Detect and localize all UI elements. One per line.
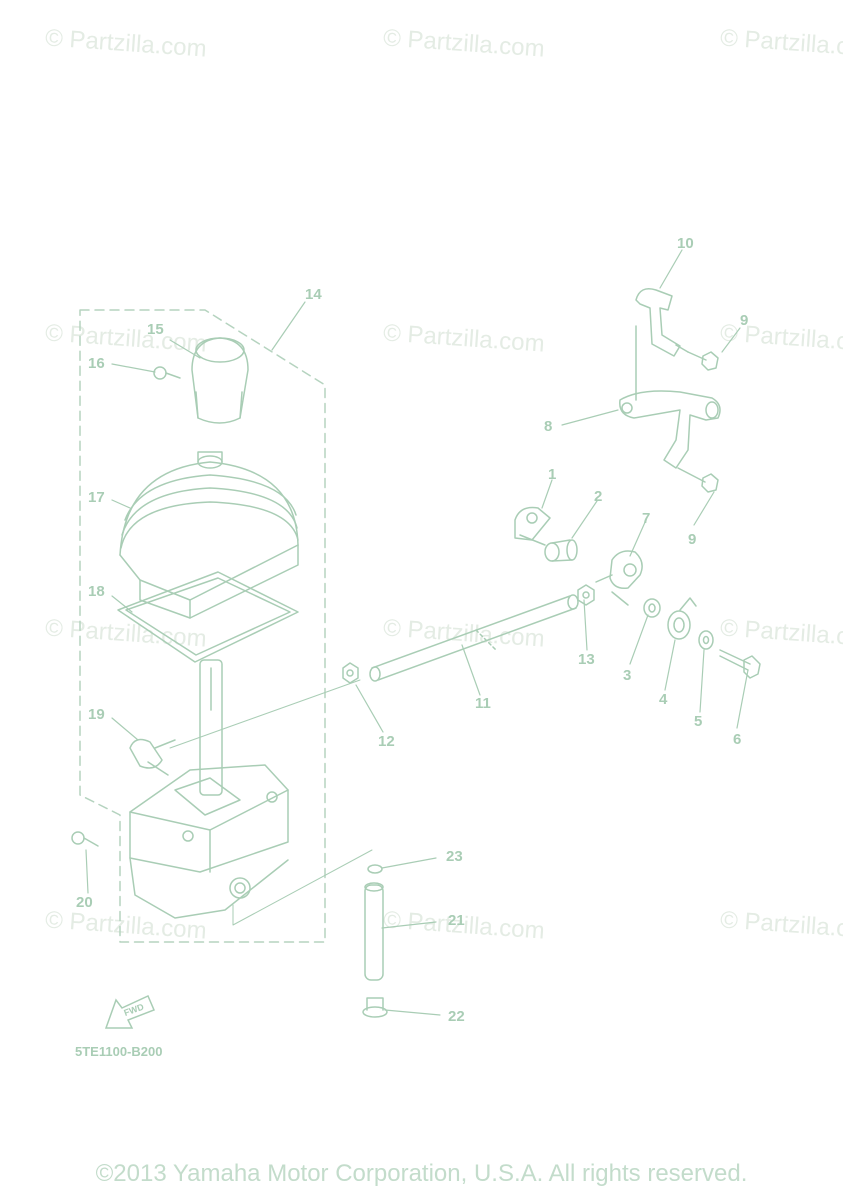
- callout-8: 8: [544, 418, 553, 435]
- ball-joint: [595, 550, 643, 606]
- cable-bracket: [635, 288, 689, 357]
- callout-20: 20: [76, 894, 93, 911]
- shaft-pin: [364, 882, 384, 981]
- callout-21: 21: [448, 912, 465, 929]
- callout-11: 11: [475, 695, 491, 712]
- callout-19: 19: [88, 706, 105, 723]
- fwd-arrow-icon: FWD: [104, 994, 155, 1029]
- shift-arm: [619, 325, 721, 469]
- diagram-code: 5TE1100-B200: [75, 1044, 163, 1059]
- leader-lines: [85, 249, 749, 1016]
- gasket: [117, 571, 299, 663]
- callout-1: 1: [548, 466, 557, 483]
- callout-5: 5: [694, 713, 703, 730]
- copyright-notice: ©2013 Yamaha Motor Corporation, U.S.A. A…: [95, 1160, 748, 1187]
- shift-housing: [129, 764, 373, 926]
- svg-text:FWD: FWD: [123, 1001, 146, 1018]
- shift-boot: [119, 451, 299, 619]
- flat-washer: [698, 630, 714, 650]
- joint-end: [514, 506, 551, 546]
- callout-4: 4: [659, 691, 668, 708]
- callout-22: 22: [448, 1008, 465, 1025]
- linkage-nut: [577, 584, 595, 606]
- knob-screw: [153, 366, 181, 380]
- shift-rod: [369, 594, 579, 682]
- retaining-clip: [367, 864, 383, 874]
- callout-9-upper: 9: [740, 312, 749, 329]
- drain-plug: [362, 997, 388, 1018]
- rod-nut: [342, 662, 359, 684]
- assembly-outline: [79, 309, 326, 943]
- callout-3: 3: [623, 667, 632, 684]
- callout-13: 13: [578, 651, 595, 668]
- housing-bolt: [71, 831, 99, 847]
- callout-14: 14: [305, 286, 322, 303]
- callout-18: 18: [88, 583, 105, 600]
- spring-collar: [667, 597, 697, 640]
- pivot-bolt: [719, 649, 761, 679]
- shift-lever: [169, 659, 361, 796]
- arm-bolt: [677, 467, 719, 493]
- callout-17: 17: [88, 489, 105, 506]
- callout-16: 16: [88, 355, 105, 372]
- bracket-bolt: [687, 351, 719, 371]
- bushing: [544, 539, 578, 562]
- lever-bolt: [129, 738, 176, 776]
- callout-23: 23: [446, 848, 463, 865]
- callout-10: 10: [677, 235, 694, 252]
- callout-15: 15: [147, 321, 164, 338]
- callout-7: 7: [642, 510, 651, 527]
- callout-9-lower: 9: [688, 531, 697, 548]
- washer: [643, 598, 661, 618]
- shift-knob: [191, 337, 249, 424]
- callout-6: 6: [733, 731, 742, 748]
- callout-2: 2: [594, 488, 603, 505]
- callout-12: 12: [378, 733, 395, 750]
